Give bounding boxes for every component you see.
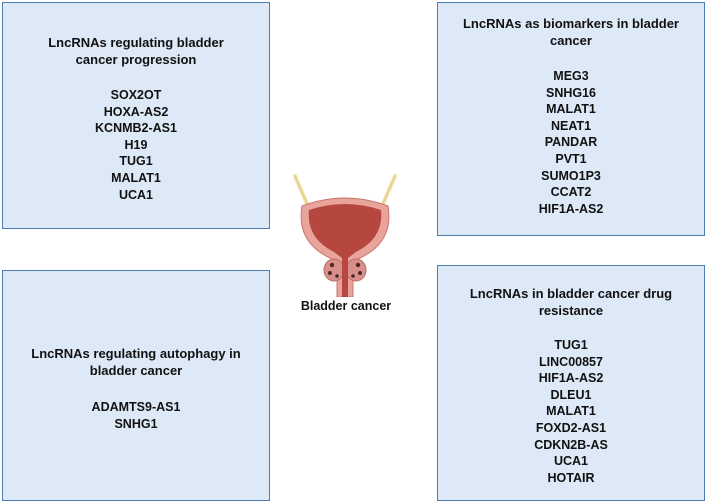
lncrna-item: DLEU1 [550,387,592,402]
tumor-spot [358,271,362,275]
lncrna-item: TUG1 [554,338,588,352]
lncrna-item: UCA1 [118,187,154,202]
lncrna-item: KCNMB2-AS1 [95,121,177,136]
lncrna-item: HOTAIR [547,470,595,485]
lncrna-item: H19 [124,137,148,152]
lncrna-item: SNHG16 [545,85,597,100]
right-ureter-outline [381,175,396,207]
tumor-spot [355,262,361,268]
center-label: Bladder cancer [300,299,392,313]
panel-title: LncRNAs regulating autophagy in bladder … [31,346,241,378]
bladder-lumen [308,204,382,297]
panel-progression: LncRNAs regulating bladder cancer progre… [2,2,270,229]
lncrna-item: HIF1A-AS2 [538,371,604,386]
tumor-spot [351,274,355,278]
urethra [342,258,348,297]
bladder-icon [293,174,397,297]
left-ureter-outline [294,175,309,207]
panel-title: LncRNAs regulating bladder cancer progre… [48,35,224,67]
tumor-spot [328,271,332,275]
tumor-spot [329,262,335,268]
lncrna-item: PVT1 [555,151,587,166]
lncrna-item: SUMO1P3 [541,168,601,183]
panel-title: LncRNAs as biomarkers in bladder cancer [462,16,679,48]
lncrna-item: TUG1 [119,154,153,169]
lncrna-item: MEG3 [553,69,589,83]
lncrna-item: CCAT2 [550,185,592,200]
lncrna-item: SNHG1 [114,416,158,431]
lncrna-item: MALAT1 [111,170,161,185]
lncrna-item: HOXA-AS2 [103,104,169,119]
prostate-right-lobe [345,258,367,282]
lncrna-item: MALAT1 [546,102,596,117]
prostate-left-lobe [323,258,345,282]
panel-autophagy: LncRNAs regulating autophagy in bladder … [2,270,270,501]
lncrna-item: MALAT1 [546,404,596,419]
lncrna-item: ADAMTS9-AS1 [91,400,181,414]
panel-biomarkers: LncRNAs as biomarkers in bladder cancer … [437,2,705,236]
lncrna-item: HIF1A-AS2 [538,201,604,216]
lncrna-item: LINC00857 [539,354,603,369]
panel-title: LncRNAs in bladder cancer drug resistanc… [469,286,673,318]
lncrna-item: UCA1 [553,454,589,469]
lncrna-item: PANDAR [544,135,598,150]
panel-drug-resistance: LncRNAs in bladder cancer drug resistanc… [437,265,705,501]
lncrna-item: SOX2OT [110,88,162,102]
lncrna-item: FOXD2-AS1 [535,420,607,435]
tumor-spot [335,274,339,278]
lncrna-item: CDKN2B-AS [534,437,608,452]
lncrna-item: NEAT1 [550,118,592,133]
